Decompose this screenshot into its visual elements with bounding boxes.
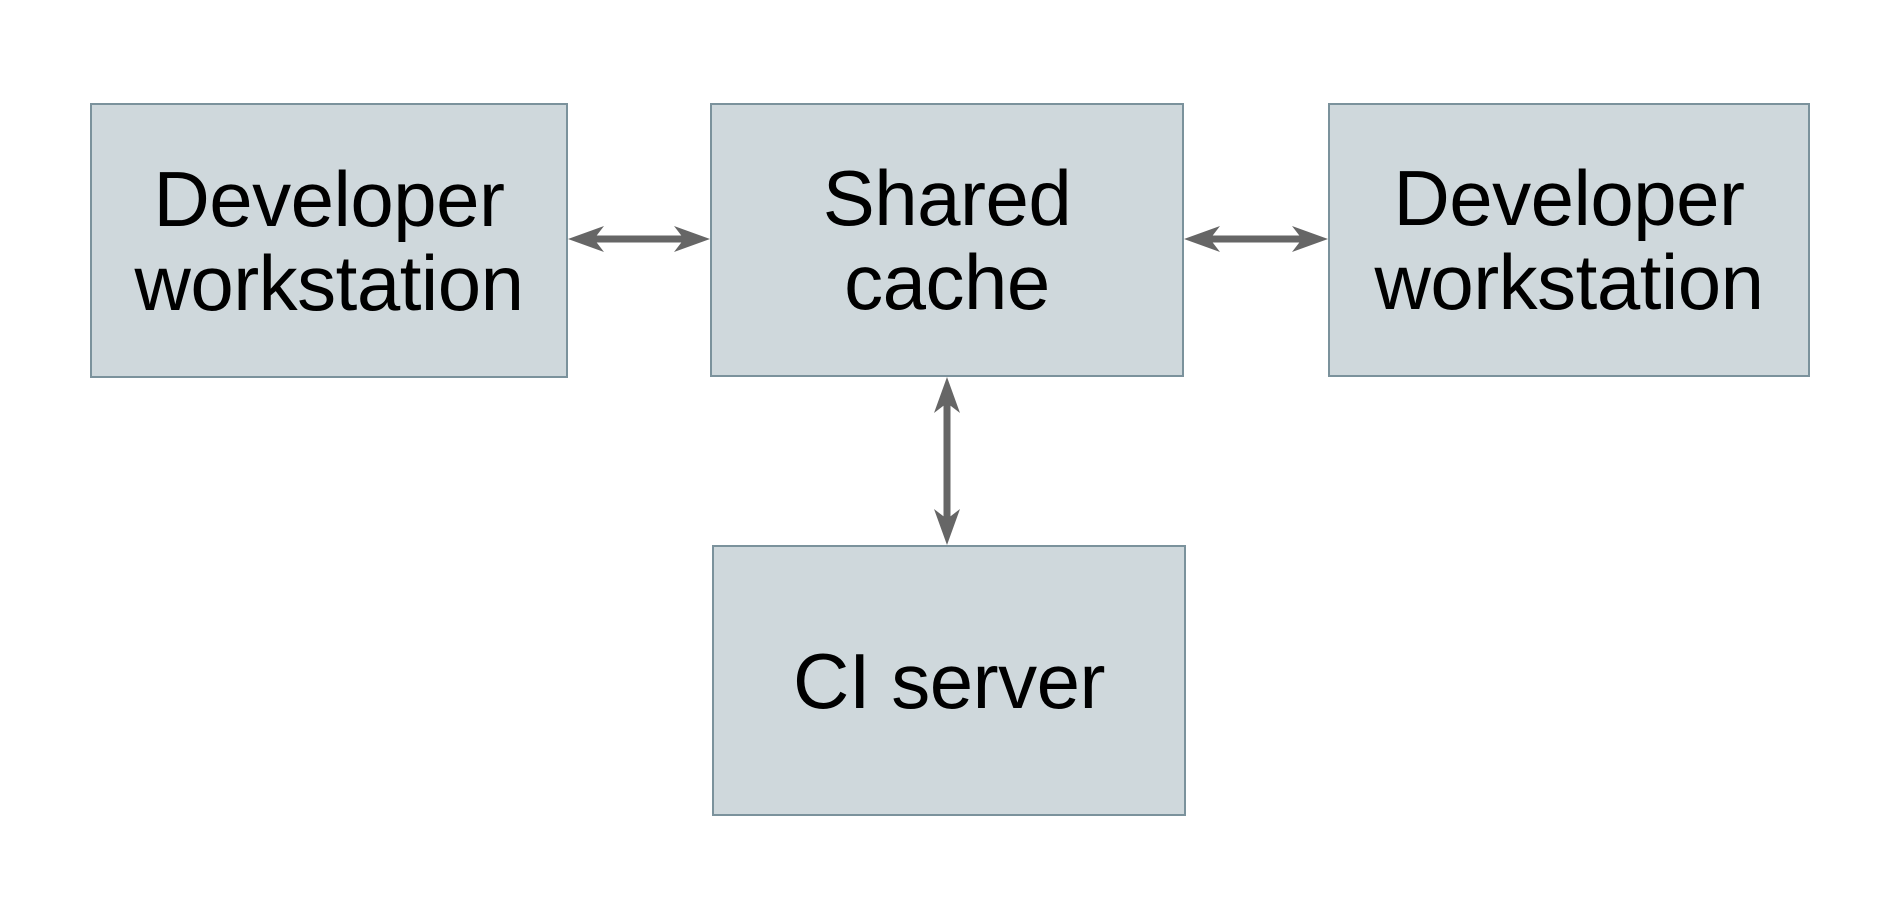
double-arrow-horizontal-icon bbox=[1184, 226, 1328, 252]
node-label-line: Developer bbox=[153, 154, 505, 243]
double-arrow-horizontal-icon bbox=[568, 226, 710, 252]
node-label-line: Developer bbox=[1393, 154, 1745, 242]
node-developer-workstation-right: Developer workstation bbox=[1328, 103, 1810, 377]
node-label-line: cache bbox=[844, 238, 1050, 326]
node-ci-server: CI server bbox=[712, 545, 1186, 816]
double-arrow-vertical-icon bbox=[934, 377, 960, 545]
node-developer-workstation-left: Developer workstation bbox=[90, 103, 568, 378]
node-label-line: workstation bbox=[134, 238, 525, 327]
node-label-line: workstation bbox=[1374, 238, 1765, 326]
node-shared-cache: Shared cache bbox=[710, 103, 1184, 377]
node-label-line: CI server bbox=[793, 636, 1105, 725]
node-label-line: Shared bbox=[822, 154, 1072, 242]
